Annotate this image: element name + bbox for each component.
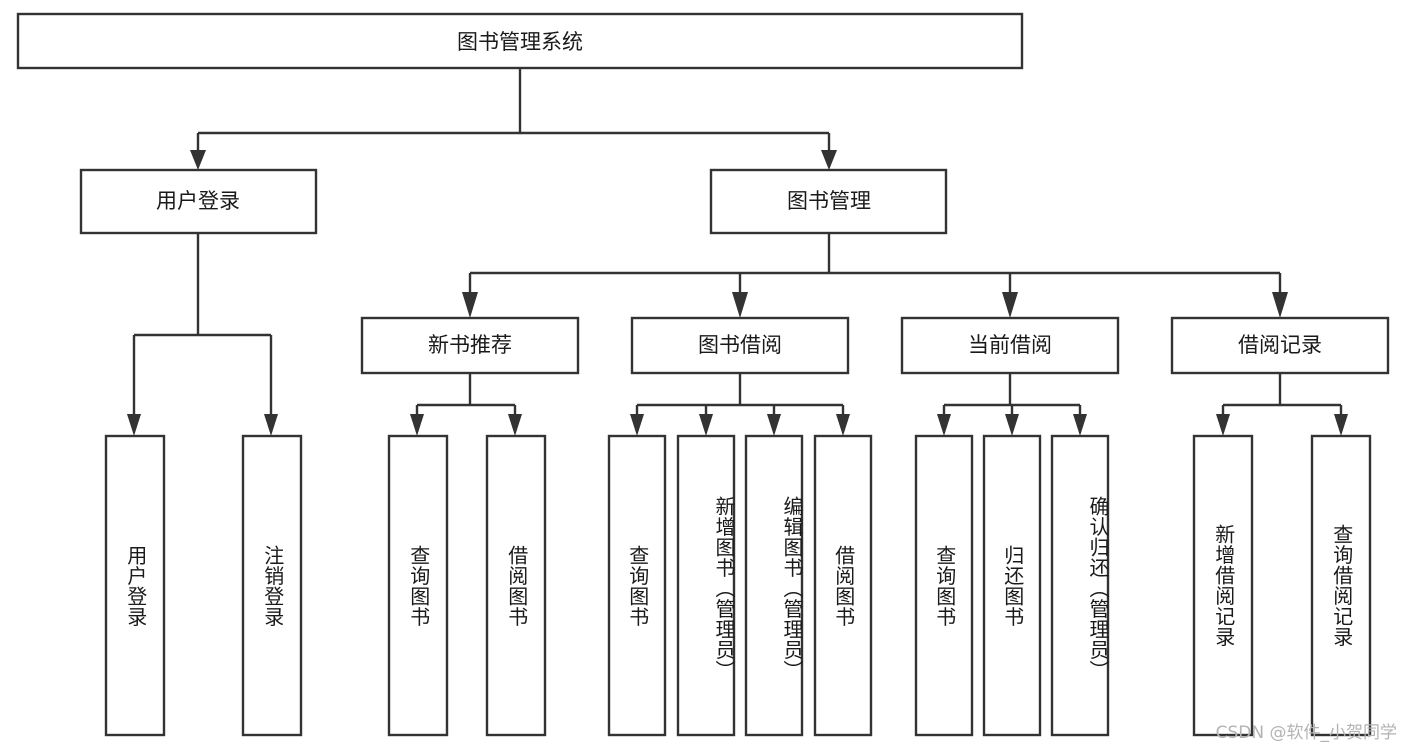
node-user-login-box[interactable] xyxy=(79,168,318,235)
leaf-add-record-box[interactable] xyxy=(1192,434,1254,737)
node-new-book-recommend-label: 新书推荐 xyxy=(428,333,512,357)
leaf-add-book-box[interactable] xyxy=(676,434,736,737)
node-root-box[interactable] xyxy=(16,12,1024,70)
leaf-edit-book-box[interactable] xyxy=(744,434,804,737)
node-borrow-record-label: 借阅记录 xyxy=(1238,333,1322,357)
arrow-leaf-query-book-2 xyxy=(630,414,644,436)
leaf-group-new-book-recommend xyxy=(387,434,547,737)
arrow-leaf-add-record xyxy=(1216,414,1230,436)
leaf-query-book-1-box[interactable] xyxy=(387,434,449,737)
node-root-label: 图书管理系统 xyxy=(457,30,583,54)
leaf-borrow-book-2-box[interactable] xyxy=(813,434,873,737)
arrow-leaf-borrow-book-1 xyxy=(508,414,522,436)
watermark-text: CSDN @软件_小贺同学 xyxy=(1215,723,1397,743)
arrow-leaf-return-book xyxy=(1005,414,1019,436)
arrow-leaf-query-book-3 xyxy=(937,414,951,436)
leaf-query-book-3-box[interactable] xyxy=(914,434,974,737)
node-book-borrow[interactable]: 图书借阅 xyxy=(630,316,850,375)
node-book-borrow-box[interactable] xyxy=(630,316,850,375)
arrow-to-book-management xyxy=(821,150,837,170)
node-root[interactable]: 图书管理系统 xyxy=(16,12,1024,70)
arrow-to-book-borrow xyxy=(732,292,748,318)
connector-group-book-borrow xyxy=(630,373,850,436)
arrow-leaf-confirm-return xyxy=(1073,414,1087,436)
leaf-group-user-login xyxy=(104,434,303,737)
node-new-book-recommend[interactable]: 新书推荐 xyxy=(360,316,580,375)
leaf-query-record-box[interactable] xyxy=(1310,434,1372,737)
leaf-group-book-borrow xyxy=(607,434,873,737)
connector-group-new-book-recommend xyxy=(410,373,522,436)
leaf-user-logout-box[interactable] xyxy=(241,434,303,737)
leaf-group-current-borrow xyxy=(914,434,1110,737)
connector-group-current-borrow xyxy=(937,373,1087,436)
leaf-borrow-book-1-box[interactable] xyxy=(485,434,547,737)
node-user-login[interactable]: 用户登录 xyxy=(79,168,318,235)
arrow-to-user-login xyxy=(190,150,206,170)
arrow-to-borrow-record xyxy=(1272,292,1288,318)
connector-group-user-login xyxy=(127,233,278,436)
leaf-return-book-box[interactable] xyxy=(982,434,1042,737)
leaf-user-login-box[interactable] xyxy=(104,434,166,737)
arrow-to-new-book-recommend xyxy=(462,292,478,318)
node-user-login-label: 用户登录 xyxy=(156,189,240,213)
arrow-leaf-borrow-book-2 xyxy=(836,414,850,436)
arrow-leaf-user-logout xyxy=(264,414,278,436)
node-current-borrow-box[interactable] xyxy=(900,316,1120,375)
node-current-borrow-label: 当前借阅 xyxy=(968,333,1052,357)
arrow-to-current-borrow xyxy=(1002,292,1018,318)
node-book-management-label: 图书管理 xyxy=(787,189,871,213)
leaf-group-borrow-record xyxy=(1192,434,1372,737)
arrow-leaf-edit-book xyxy=(767,414,781,436)
leaf-query-book-2-box[interactable] xyxy=(607,434,667,737)
arrow-leaf-query-record xyxy=(1334,414,1348,436)
arrow-leaf-user-login xyxy=(127,414,141,436)
connector-group-book-management xyxy=(462,233,1288,318)
node-book-management-box[interactable] xyxy=(709,168,948,235)
arrow-leaf-query-book-1 xyxy=(410,414,424,436)
node-borrow-record-box[interactable] xyxy=(1170,316,1390,375)
node-book-borrow-label: 图书借阅 xyxy=(698,333,782,357)
connector-group-root xyxy=(190,68,837,170)
leaf-confirm-return-box[interactable] xyxy=(1050,434,1110,737)
node-borrow-record[interactable]: 借阅记录 xyxy=(1170,316,1390,375)
node-new-book-recommend-box[interactable] xyxy=(360,316,580,375)
node-current-borrow[interactable]: 当前借阅 xyxy=(900,316,1120,375)
node-book-management[interactable]: 图书管理 xyxy=(709,168,948,235)
arrow-leaf-add-book xyxy=(699,414,713,436)
connector-group-borrow-record xyxy=(1216,373,1348,436)
